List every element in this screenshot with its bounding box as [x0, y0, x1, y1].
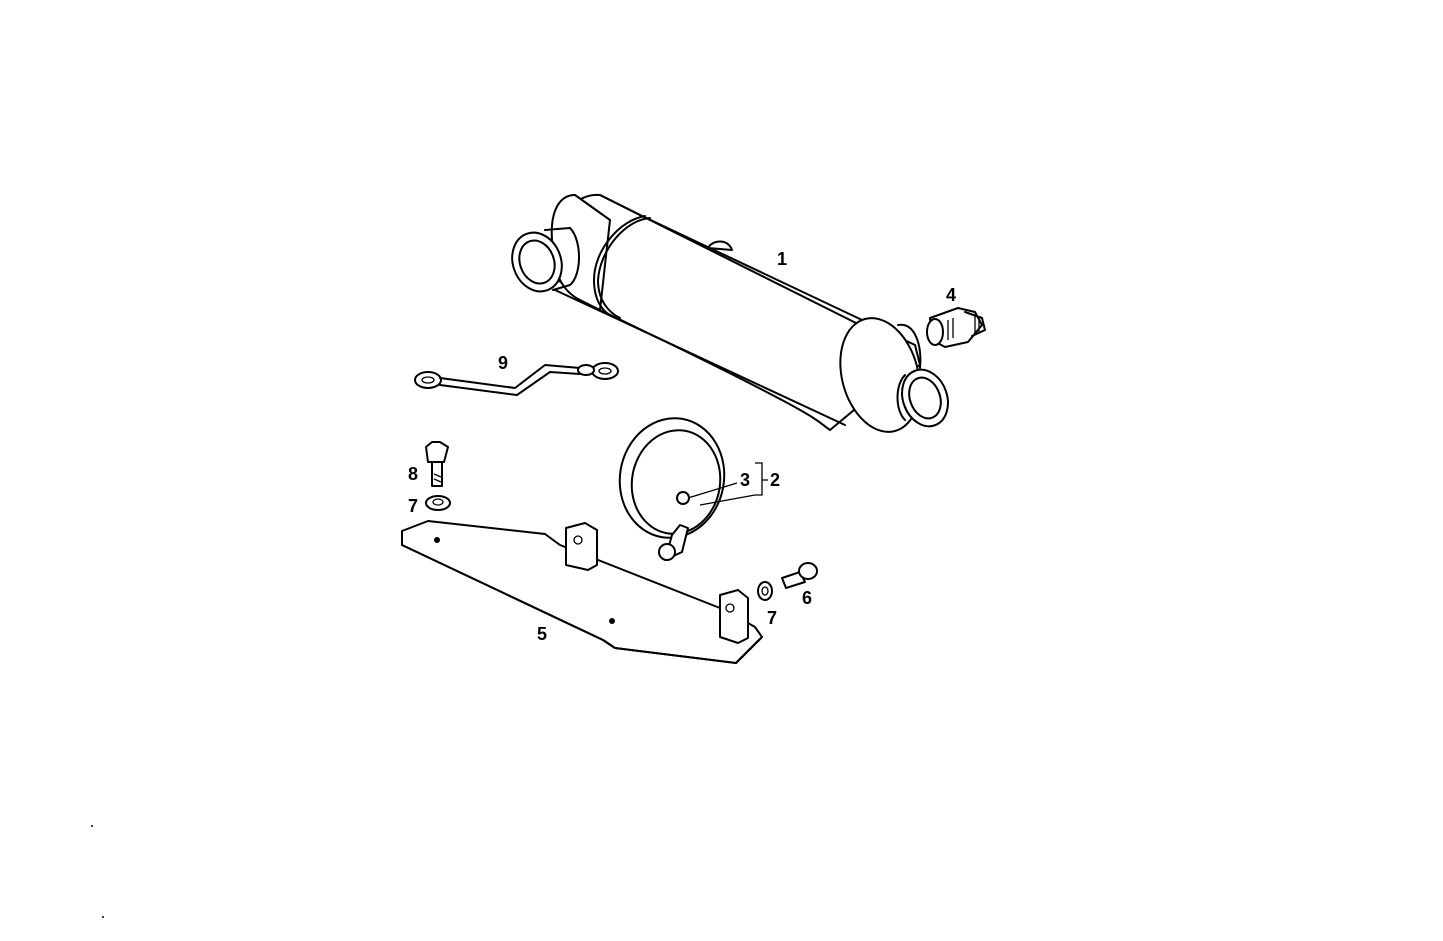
callout-7b: 7 [767, 608, 778, 628]
bracket-part [401, 520, 763, 664]
callout-6: 6 [802, 588, 813, 608]
washer-7a-part [425, 495, 451, 511]
fitting-part [926, 307, 986, 348]
callout-1: 1 [777, 249, 788, 269]
bolt-8-part [425, 441, 449, 487]
callout-8: 8 [408, 464, 419, 484]
callout-2: 2 [770, 470, 781, 490]
muffler-part [511, 193, 949, 433]
callout-4: 4 [946, 285, 957, 305]
callout-9: 9 [498, 353, 509, 373]
callout-5: 5 [537, 624, 548, 644]
callout-7a: 7 [408, 496, 419, 516]
clamp-part [618, 417, 768, 561]
washer-7b-part [757, 581, 773, 601]
ground-strap-part [414, 362, 619, 396]
bolt-6-part [781, 562, 818, 589]
callout-3: 3 [740, 470, 751, 490]
